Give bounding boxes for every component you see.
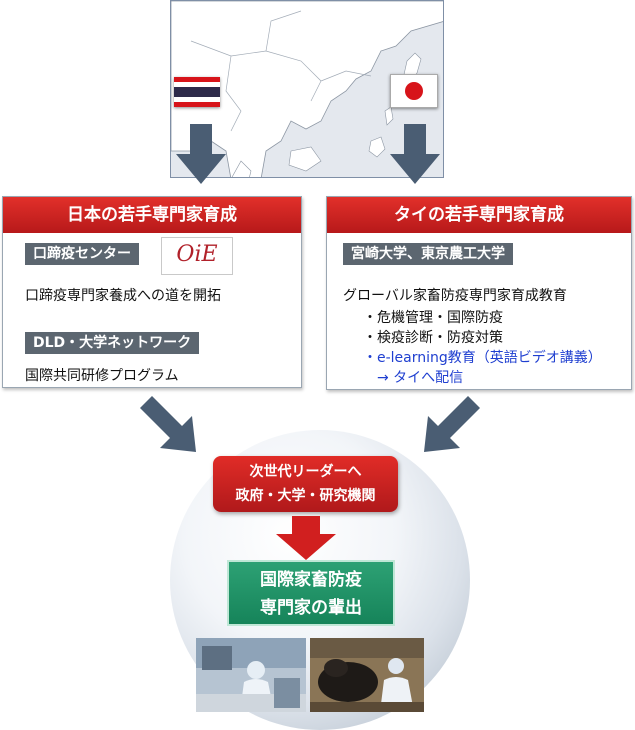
lab-photo xyxy=(196,638,306,712)
green-box-line1: 国際家畜防疫 xyxy=(260,570,362,590)
experts-output-box: 国際家畜防疫 専門家の輩出 xyxy=(227,560,395,626)
dld-network-tag: DLD・大学ネットワーク xyxy=(25,332,200,354)
down-arrow-left-icon xyxy=(176,124,226,184)
red-down-arrow-icon xyxy=(276,516,336,560)
left-line2: 国際共同研修プログラム xyxy=(25,368,179,384)
universities-tag: 宮崎大学、東京農工大学 xyxy=(343,243,513,265)
oie-logo-text: OiE xyxy=(176,242,218,267)
next-leaders-box: 次世代リーダーへ 政府・大学・研究機関 xyxy=(213,456,398,512)
red-box-line2: 政府・大学・研究機関 xyxy=(235,488,376,504)
left-panel-header: 日本の若手専門家育成 xyxy=(3,197,301,233)
bullet-quarantine-diagnosis: ・検疫診断・防疫対策 xyxy=(363,330,503,346)
red-box-line1: 次世代リーダーへ xyxy=(249,464,362,480)
right-panel-header: タイの若手専門家育成 xyxy=(327,197,631,233)
livestock-photo xyxy=(310,638,424,712)
oie-logo: OiE xyxy=(161,237,233,275)
green-box-line2: 専門家の輩出 xyxy=(260,598,362,618)
down-arrow-right-icon xyxy=(390,124,440,184)
bullet-crisis-management: ・危機管理・国際防疫 xyxy=(363,310,503,326)
diagonal-arrow-left-icon xyxy=(140,396,196,452)
thailand-flag-icon xyxy=(174,77,220,107)
bullet-delivery-thailand: → タイへ配信 xyxy=(377,370,464,386)
right-line1: グローバル家畜防疫専門家育成教育 xyxy=(343,288,567,304)
left-line1: 口蹄疫専門家養成への道を開拓 xyxy=(25,288,221,304)
japan-flag-icon xyxy=(390,74,438,108)
diagonal-arrow-right-icon xyxy=(424,396,480,452)
bullet-elearning: ・e-learning教育（英語ビデオ講義） xyxy=(363,350,602,366)
left-panel: 日本の若手専門家育成 口蹄疫センター OiE 口蹄疫専門家養成への道を開拓 DL… xyxy=(2,196,302,388)
fmd-center-tag: 口蹄疫センター xyxy=(25,243,139,265)
right-panel: タイの若手専門家育成 宮崎大学、東京農工大学 グローバル家畜防疫専門家育成教育 … xyxy=(326,196,632,390)
